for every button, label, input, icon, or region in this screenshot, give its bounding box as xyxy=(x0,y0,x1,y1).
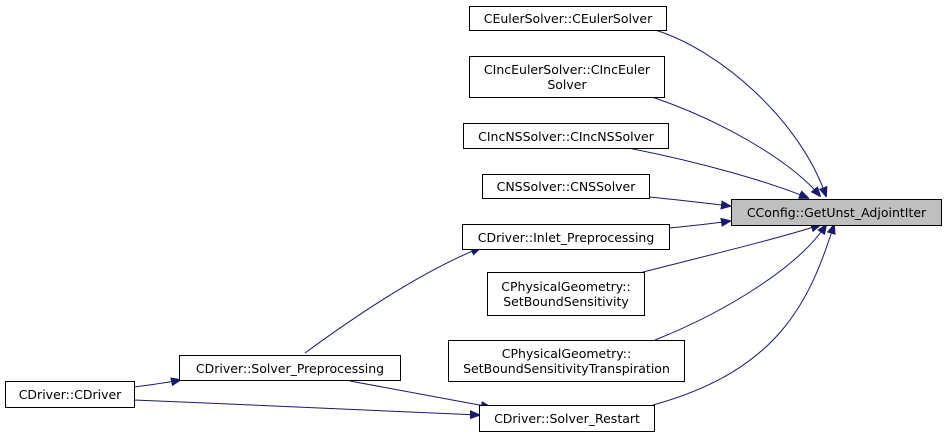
node-target[interactable]: CConfig::GetUnst_AdjointIter xyxy=(731,199,942,226)
node-ceuler[interactable]: CEulerSolver::CEulerSolver xyxy=(469,6,667,31)
edge-solverpre-to-restart xyxy=(349,380,490,407)
edge-cdriver-to-restart xyxy=(133,399,479,415)
edge-cns-to-target xyxy=(648,196,730,206)
node-inlet[interactable]: CDriver::Inlet_Preprocessing xyxy=(462,224,670,250)
node-restart-label: CDriver::Solver_Restart xyxy=(494,411,640,426)
edge-cincns-to-target xyxy=(627,147,808,198)
node-boundsens[interactable]: CPhysicalGeometry:: SetBoundSensitivity xyxy=(487,272,645,316)
node-restart[interactable]: CDriver::Solver_Restart xyxy=(479,405,655,432)
node-cdriver[interactable]: CDriver::CDriver xyxy=(5,381,135,408)
node-ceuler-label: CEulerSolver::CEulerSolver xyxy=(483,11,653,26)
node-boundsenstrans[interactable]: CPhysicalGeometry:: SetBoundSensitivityT… xyxy=(448,340,685,382)
node-target-label: CConfig::GetUnst_AdjointIter xyxy=(746,205,927,220)
edge-cdriver-to-solverpre xyxy=(133,380,180,388)
edge-ceuler-to-target xyxy=(654,29,826,196)
node-boundsens-label: CPhysicalGeometry:: SetBoundSensitivity xyxy=(501,279,631,309)
node-boundsenstrans-label: CPhysicalGeometry:: SetBoundSensitivityT… xyxy=(463,346,670,376)
node-inlet-label: CDriver::Inlet_Preprocessing xyxy=(477,229,655,245)
edge-cinceuler-to-target xyxy=(651,96,820,196)
edge-restart-to-target xyxy=(652,225,834,406)
node-solverpre[interactable]: CDriver::Solver_Preprocessing xyxy=(179,355,401,381)
edge-inlet-to-target xyxy=(668,221,730,229)
edge-boundsenstrans-to-target xyxy=(654,225,826,341)
edge-boundsens-to-target xyxy=(638,225,820,274)
node-cns-label: CNSSolver::CNSSolver xyxy=(496,179,636,194)
node-cinceuler[interactable]: CIncEulerSolver::CIncEuler Solver xyxy=(469,56,665,98)
node-cinceuler-label: CIncEulerSolver::CIncEuler Solver xyxy=(483,62,651,92)
node-cdriver-label: CDriver::CDriver xyxy=(18,387,122,402)
edge-solverpre-to-inlet xyxy=(304,248,480,354)
node-cincns[interactable]: CIncNSSolver::CIncNSSolver xyxy=(463,123,669,149)
node-solverpre-label: CDriver::Solver_Preprocessing xyxy=(195,360,385,376)
node-cns[interactable]: CNSSolver::CNSSolver xyxy=(482,174,650,199)
node-cincns-label: CIncNSSolver::CIncNSSolver xyxy=(478,128,654,144)
